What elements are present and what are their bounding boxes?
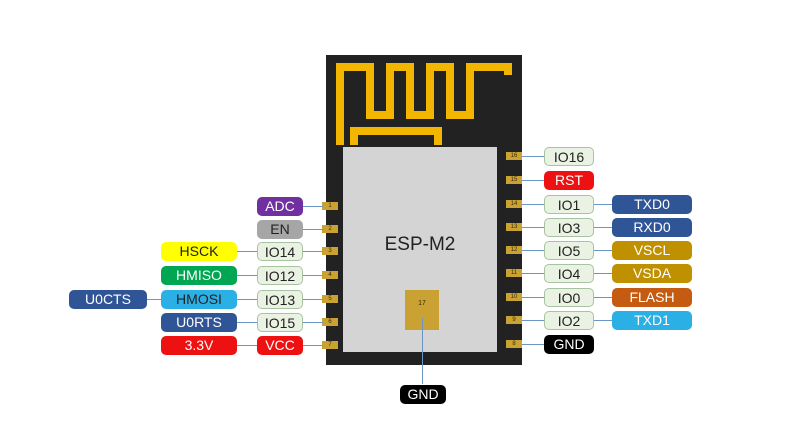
pin-pad-1: 1 — [322, 202, 338, 210]
pin-pad-4: 4 — [322, 271, 338, 279]
pin-name-io5: IO5 — [544, 241, 594, 260]
pin-name-io0: IO0 — [544, 288, 594, 307]
pin-wire-3 — [303, 251, 323, 252]
pin-alt-vscl: VSCL — [612, 241, 692, 260]
pin-name-io4: IO4 — [544, 264, 594, 283]
alt2-wire-5 — [147, 299, 161, 300]
pin-name-io15: IO15 — [257, 313, 303, 332]
pin-wire-4 — [303, 275, 323, 276]
pin-wire-15 — [522, 180, 544, 181]
pin-wire-10 — [522, 297, 544, 298]
pin-pad-12: 12 — [506, 246, 522, 254]
pin-wire-8 — [522, 344, 544, 345]
pin-name-io2: IO2 — [544, 311, 594, 330]
pin-alt-u0rts: U0RTS — [161, 313, 237, 332]
pin-alt2-u0cts: U0CTS — [69, 290, 147, 309]
pin-pad-13: 13 — [506, 223, 522, 231]
pin-name-io13: IO13 — [257, 290, 303, 309]
ground-wire — [422, 318, 423, 384]
pin-wire-6 — [303, 322, 323, 323]
alt-wire-10 — [594, 297, 612, 298]
pin-name-io12: IO12 — [257, 266, 303, 285]
pin-wire-2 — [303, 229, 323, 230]
pin-alt-txd0: TXD0 — [612, 195, 692, 214]
pin-wire-12 — [522, 250, 544, 251]
pin-pad-6: 6 — [322, 318, 338, 326]
pin-pad-7: 7 — [322, 341, 338, 349]
pin-wire-11 — [522, 273, 544, 274]
pin-pad-9: 9 — [506, 316, 522, 324]
pin-wire-7 — [303, 345, 323, 346]
pin-name-vcc: VCC — [257, 336, 303, 355]
alt-wire-4 — [237, 275, 257, 276]
pin-name-io14: IO14 — [257, 242, 303, 261]
pin-name-rst: RST — [544, 171, 594, 190]
pin-alt-33v: 3.3V — [161, 336, 237, 355]
center-pad-number: 17 — [418, 300, 426, 307]
pin-pad-15: 15 — [506, 176, 522, 184]
alt-wire-3 — [237, 251, 257, 252]
pin-pad-2: 2 — [322, 225, 338, 233]
pin-name-adc: ADC — [257, 197, 303, 216]
pin-pad-5: 5 — [322, 295, 338, 303]
alt-wire-11 — [594, 273, 612, 274]
pin-pad-11: 11 — [506, 269, 522, 277]
pin-pad-10: 10 — [506, 293, 522, 301]
alt-wire-12 — [594, 250, 612, 251]
pin-name-io1: IO1 — [544, 195, 594, 214]
pin-pad-8: 8 — [506, 340, 522, 348]
pin-alt-hmosi: HMOSI — [161, 290, 237, 309]
alt-wire-13 — [594, 227, 612, 228]
pin-pad-14: 14 — [506, 200, 522, 208]
pin-pad-3: 3 — [322, 247, 338, 255]
pin-name-gnd: GND — [544, 335, 594, 354]
alt-wire-9 — [594, 320, 612, 321]
alt-wire-5 — [237, 299, 257, 300]
pin-pad-16: 16 — [506, 152, 522, 160]
pin-name-io3: IO3 — [544, 218, 594, 237]
pin-wire-14 — [522, 204, 544, 205]
pin-wire-16 — [522, 156, 544, 157]
pin-alt-rxd0: RXD0 — [612, 218, 692, 237]
pin-name-en: EN — [257, 220, 303, 239]
pin-name-io16: IO16 — [544, 147, 594, 166]
pin-wire-1 — [303, 206, 323, 207]
antenna-trace — [336, 63, 512, 145]
alt-wire-6 — [237, 322, 257, 323]
module-name: ESP-M2 — [384, 234, 456, 255]
pin-alt-vsda: VSDA — [612, 264, 692, 283]
pin-wire-13 — [522, 227, 544, 228]
pin-wire-5 — [303, 299, 323, 300]
pin-wire-9 — [522, 320, 544, 321]
pin-alt-flash: FLASH — [612, 288, 692, 307]
pin-alt-hmiso: HMISO — [161, 266, 237, 285]
pin-alt-hsck: HSCK — [161, 242, 237, 261]
pin-alt-txd1: TXD1 — [612, 311, 692, 330]
alt-wire-7 — [237, 345, 257, 346]
alt-wire-14 — [594, 204, 612, 205]
ground-label: GND — [400, 385, 446, 404]
